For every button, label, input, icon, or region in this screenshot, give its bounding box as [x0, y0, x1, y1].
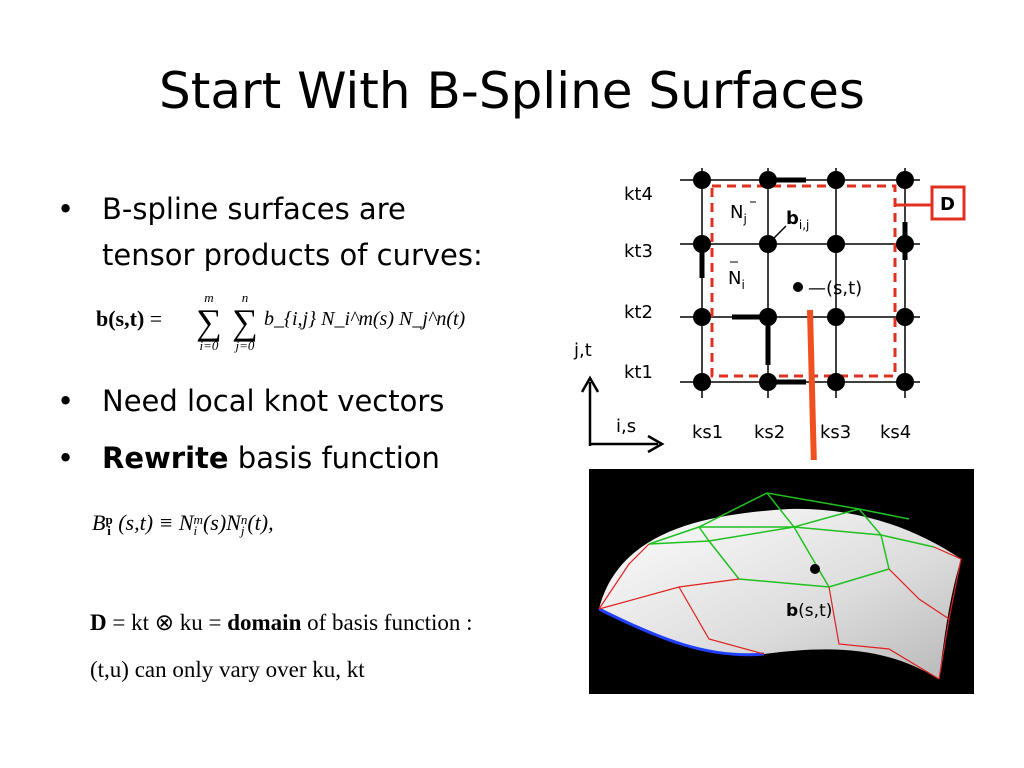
equation-surface: b(s,t) = m ∑ i=0 n ∑ j=0 b_{i,j} N_i^m(s…: [96, 290, 516, 360]
control-mesh-red: [598, 543, 962, 680]
bullet-3-text: Rewrite basis function: [102, 435, 440, 481]
bullet-1-line-2: tensor products of curves:: [102, 238, 483, 272]
surface-render: b(s,t): [589, 469, 974, 694]
node: [693, 171, 711, 189]
node: [896, 308, 914, 326]
surface-label-b: b: [786, 601, 798, 621]
equation-vary: (t,u) can only vary over ku, kt: [90, 657, 365, 682]
basis-B: B: [92, 510, 106, 535]
domain-a: = kt ⊗ ku =: [106, 610, 228, 635]
N1-sub: i: [193, 522, 198, 538]
basis-sub: i: [107, 522, 111, 538]
Ni-label: Ni: [728, 268, 745, 292]
sum-1-lower: i=0: [199, 338, 219, 353]
eq-rhs: b_{i,j} N_i^m(s) N_j^n(t): [264, 308, 466, 330]
domain-label: D: [940, 194, 955, 215]
equation-domain: D = kt ⊗ ku = domain of basis function :: [90, 610, 473, 636]
surface-svg: b(s,t): [598, 492, 962, 680]
slide-title: Start With B-Spline Surfaces: [159, 62, 865, 120]
node: [693, 308, 711, 326]
surface-label-rest: (s,t): [798, 601, 832, 621]
ks4-label: ks4: [880, 422, 911, 443]
bullet-2: • Need local knot vectors: [57, 378, 537, 424]
node: [896, 171, 914, 189]
ks1-label: ks1: [692, 422, 723, 443]
axis-horizontal-label: i,s: [616, 416, 636, 437]
sum-1: m ∑ i=0: [192, 290, 226, 354]
basis-end: (t),: [247, 510, 274, 535]
bullet-dot: •: [57, 384, 75, 418]
sum-2-lower: j=0: [235, 338, 255, 353]
surface-edge-blue: [598, 607, 765, 657]
basis-rest: (s,t) ≡ N: [112, 510, 194, 535]
kt4-label: kt4: [624, 184, 653, 205]
st-point: [793, 282, 803, 292]
Nj-label: Nj: [730, 202, 747, 226]
grid-nodes: [693, 171, 914, 391]
bullet-2-text: Need local knot vectors: [102, 384, 445, 418]
sum-2-glyph: ∑: [232, 302, 258, 342]
bij-leader: [769, 225, 787, 243]
sum-2: n ∑ j=0: [228, 290, 262, 354]
axes-arrows: [580, 375, 665, 454]
eq-lhs: b(s,t) =: [96, 306, 163, 331]
ks3-label: ks3: [820, 422, 851, 443]
N2-sup: n: [240, 511, 248, 527]
N2-sub: j: [240, 522, 245, 538]
basis-mid: (s)N: [202, 510, 241, 535]
bullet-1-line-1: B-spline surfaces are: [102, 192, 406, 226]
orange-arrow-shaft: [807, 309, 817, 460]
domain-dashed-box: [710, 184, 897, 378]
bullet-3-bold: Rewrite: [102, 441, 229, 475]
surface-patch: [599, 508, 961, 679]
kt3-label: kt3: [624, 241, 653, 262]
surface-label: b(s,t): [786, 601, 832, 621]
axis-vertical-label: j,t: [573, 340, 592, 361]
node: [693, 235, 711, 253]
kt2-label: kt2: [624, 302, 653, 323]
Ni-sub: i: [741, 278, 744, 292]
sum-2-upper: n: [241, 290, 249, 305]
node: [827, 308, 845, 326]
bij-label: bi,j: [786, 208, 809, 232]
bullet-dot: •: [57, 441, 75, 475]
node: [693, 373, 711, 391]
domain-D: D: [90, 610, 107, 635]
bullet-dot: •: [57, 192, 75, 226]
node: [827, 235, 845, 253]
kt1-label: kt1: [624, 362, 653, 383]
N1-sup: m: [193, 511, 203, 527]
basis-sup: p: [105, 511, 113, 527]
Ni-base: N: [728, 268, 741, 289]
domain-b: of basis function :: [301, 610, 473, 635]
node: [759, 171, 777, 189]
knot-grid-diagram: kt4 kt3 kt2 kt1 ks1 ks2 ks3 ks4 j,t i,s …: [573, 168, 966, 460]
bullet-3-rest: basis function: [228, 441, 440, 475]
bullet-1: • B-spline surfaces are tensor products …: [57, 186, 557, 278]
domain-word: domain: [227, 610, 302, 635]
node: [827, 373, 845, 391]
bij-base: b: [786, 208, 799, 229]
domain-label-box: [930, 185, 966, 221]
sum-1-glyph: ∑: [196, 302, 222, 342]
st-label: —(s,t): [808, 278, 862, 299]
eq-lhs-text: b(s,t): [96, 306, 145, 331]
node: [896, 235, 914, 253]
node: [827, 171, 845, 189]
bij-sub: i,j: [799, 218, 809, 232]
node: [759, 373, 777, 391]
node: [896, 373, 914, 391]
Nj-sub: j: [742, 212, 746, 226]
bullet-3: • Rewrite basis function: [57, 435, 537, 481]
Nj-base: N: [730, 202, 743, 223]
node: [759, 308, 777, 326]
ks2-label: ks2: [754, 422, 785, 443]
surface-point: [810, 564, 820, 574]
sum-1-upper: m: [204, 290, 214, 305]
